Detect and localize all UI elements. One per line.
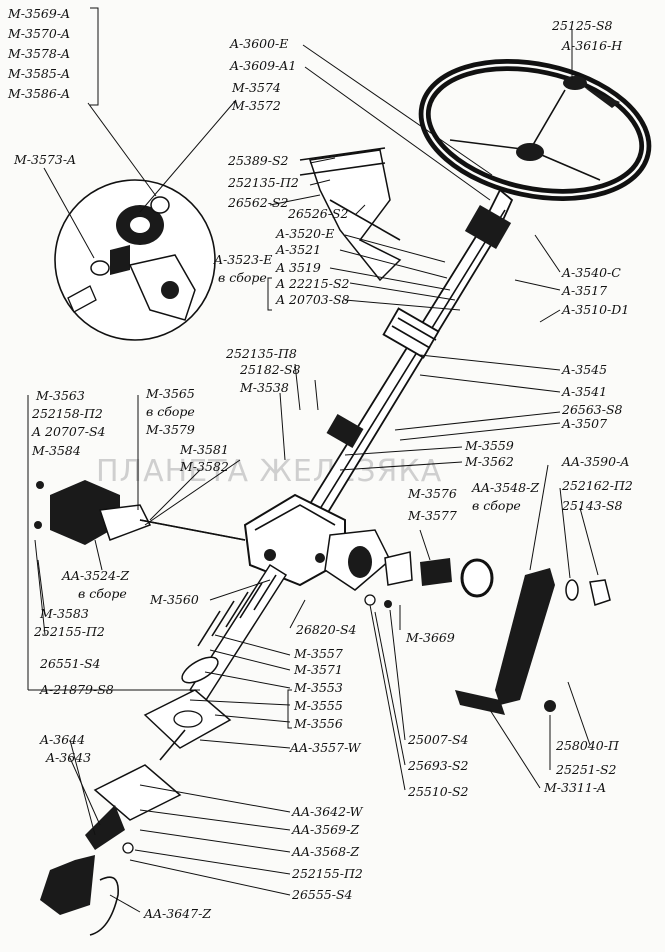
label-m3553: M-3553 [293, 680, 343, 695]
label-26555s4: 26555-S4 [291, 887, 353, 902]
label-m3577: M-3577 [407, 508, 457, 523]
label-v-sbore-1: в сборе [218, 270, 267, 285]
label-26820s4: 26820-S4 [295, 622, 357, 637]
label-m3556: M-3556 [293, 716, 343, 731]
watermark-text: ПЛАНЕТА ЖЕЛЕЗЯКА [96, 454, 442, 489]
label-252155p2-b: 252155-П2 [291, 866, 363, 881]
label-v-sbore-3: в сборе [472, 498, 521, 513]
label-m3562: M-3562 [464, 454, 514, 469]
label-m3579: M-3579 [145, 422, 195, 437]
label-26526s2: 26526-S2 [287, 206, 349, 221]
label-aa3642w: AA-3642-W [291, 804, 364, 819]
label-a3519: A 3519 [275, 260, 321, 275]
label-v-sbore-4: в сборе [78, 586, 127, 601]
label-v-sbore-2: в сборе [146, 404, 195, 419]
label-a3507: A-3507 [561, 416, 607, 431]
label-26563s8: 26563-S8 [561, 402, 623, 417]
label-258040p: 258040-П [555, 738, 620, 753]
label-m3557: M-3557 [293, 646, 343, 661]
label-m3582: M-3582 [179, 459, 229, 474]
label-25125s8: 25125-S8 [551, 18, 613, 33]
label-a3541: A-3541 [561, 384, 607, 399]
label-m3576: M-3576 [407, 486, 457, 501]
pitman-arm [455, 568, 611, 715]
label-25182s8: 25182-S8 [239, 362, 301, 377]
label-25389s2: 25389-S2 [227, 153, 289, 168]
leader-lines [27, 7, 599, 913]
label-m3555: M-3555 [293, 698, 343, 713]
label-a3510d1: A-3510-D1 [561, 302, 629, 317]
label-a3540c: A-3540-C [561, 265, 621, 280]
steering-shaft-worm [181, 563, 288, 702]
label-a3616h: A-3616-H [561, 38, 623, 53]
label-aa3647z: AA-3647-Z [143, 906, 211, 921]
label-m3560: M-3560 [149, 592, 199, 607]
label-m3669: M-3669 [405, 630, 455, 645]
label-a20707s4: A 20707-S4 [31, 424, 106, 439]
label-aa3590a: AA-3590-A [561, 454, 629, 469]
label-aa3568z: AA-3568-Z [291, 844, 359, 859]
label-aa3557w: AA-3557-W [289, 740, 362, 755]
label-m3572: M-3572 [231, 98, 281, 113]
label-252135p8: 252135-П8 [225, 346, 297, 361]
part-labels: M-3569-A M-3570-A M-3578-A M-3585-A M-35… [7, 6, 633, 921]
label-m3573a: M-3573-A [13, 152, 76, 167]
label-a3521: A-3521 [275, 242, 321, 257]
label-a3520e: A-3520-E [275, 226, 334, 241]
label-a3644: A-3644 [39, 732, 85, 747]
sector-shaft-parts [324, 529, 494, 608]
label-252155p2: 252155-П2 [33, 624, 105, 639]
label-252135p2: 252135-П2 [227, 175, 299, 190]
label-25007s4: 25007-S4 [407, 732, 469, 747]
label-aa3548z: AA-3548-Z [471, 480, 539, 495]
label-m3585a: M-3585-A [7, 66, 70, 81]
label-m3563: M-3563 [35, 388, 85, 403]
label-a3609a1: A-3609-A1 [229, 58, 296, 73]
label-25693s2: 25693-S2 [407, 758, 469, 773]
inset-detail-circle [54, 179, 216, 341]
label-m3578a: M-3578-A [7, 46, 70, 61]
label-m3538: M-3538 [239, 380, 289, 395]
label-252158p2: 252158-П2 [31, 406, 103, 421]
label-aa3569z: AA-3569-Z [291, 822, 359, 837]
label-a3643: A-3643 [45, 750, 91, 765]
label-m3583: M-3583 [39, 606, 89, 621]
label-a20703s8: A 20703-S8 [275, 292, 350, 307]
label-25510s2: 25510-S2 [407, 784, 469, 799]
label-aa3524z: AA-3524-Z [61, 568, 129, 583]
label-m3559: M-3559 [464, 438, 514, 453]
label-m3584: M-3584 [31, 443, 81, 458]
label-26562s2: 26562-S2 [227, 195, 289, 210]
universal-joint [34, 480, 246, 545]
label-a3600e: A-3600-E [229, 36, 288, 51]
label-a3545: A-3545 [561, 362, 607, 377]
label-a22215s2: A 22215-S2 [275, 276, 350, 291]
label-m3569a: M-3569-A [7, 6, 70, 21]
label-252162p2: 252162-П2 [561, 478, 633, 493]
adjuster-flange [40, 689, 232, 936]
label-m3586a: M-3586-A [7, 86, 70, 101]
label-m3311a: M-3311-A [543, 780, 606, 795]
label-a21879s8: A-21879-S8 [39, 682, 114, 697]
label-a3523e: A-3523-E [213, 252, 272, 267]
label-m3574: M-3574 [231, 80, 281, 95]
steering-wheel [418, 59, 652, 201]
label-25251s2: 25251-S2 [555, 762, 617, 777]
label-m3570a: M-3570-A [7, 26, 70, 41]
label-a3517: A-3517 [561, 283, 607, 298]
label-m3565: M-3565 [145, 386, 195, 401]
label-m3581: M-3581 [179, 442, 229, 457]
label-m3571: M-3571 [293, 662, 343, 677]
label-25143s8: 25143-S8 [561, 498, 623, 513]
label-26551s4: 26551-S4 [39, 656, 101, 671]
